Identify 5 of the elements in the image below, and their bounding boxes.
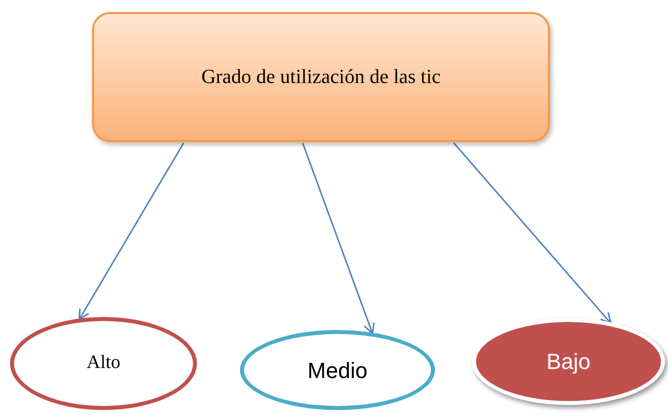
node-label: Alto <box>86 351 120 376</box>
process-box <box>92 12 550 142</box>
node-label: Medio <box>308 356 368 384</box>
node-label: Grado de utilización de las tic <box>201 65 441 90</box>
node-label: Bajo <box>546 348 591 376</box>
